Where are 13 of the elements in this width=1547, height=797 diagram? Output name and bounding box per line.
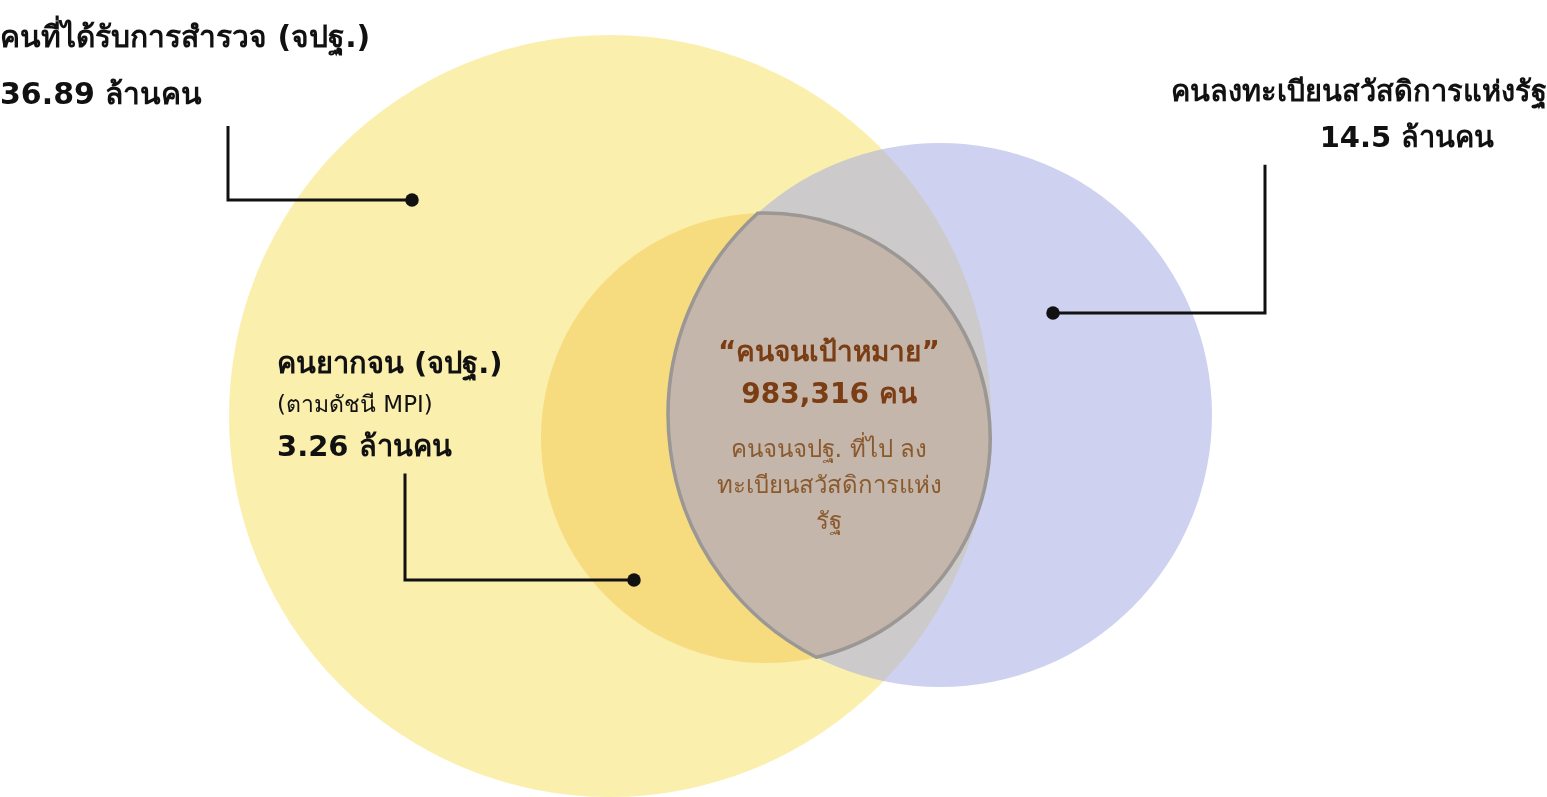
target-description: คนจนจปฐ. ที่ไป ลงทะเบียนสวัสดิการแห่งรัฐ [711,431,947,539]
count-label: 14.5 ล้านคน [1318,119,1496,157]
leader-line [403,473,641,587]
count-label: (ตามดัชนี MPI) [277,390,434,420]
target-heading: “คนจนเป้าหมาย” [717,334,941,370]
group-label: คนลงทะเบียนสวัสดิการแห่งรัฐ [1170,73,1547,111]
leader-line [1046,164,1267,320]
group-label: คนที่ได้รับการสำรวจ (จปฐ.) [0,8,430,65]
count-label: 36.89 ล้านคน [0,75,204,113]
target-count: 983,316 คน [740,376,918,412]
group-label: คนยากจน (จปฐ.) [277,345,504,383]
leader-line [226,126,419,207]
count-label: 3.26 ล้านคน [277,428,453,466]
